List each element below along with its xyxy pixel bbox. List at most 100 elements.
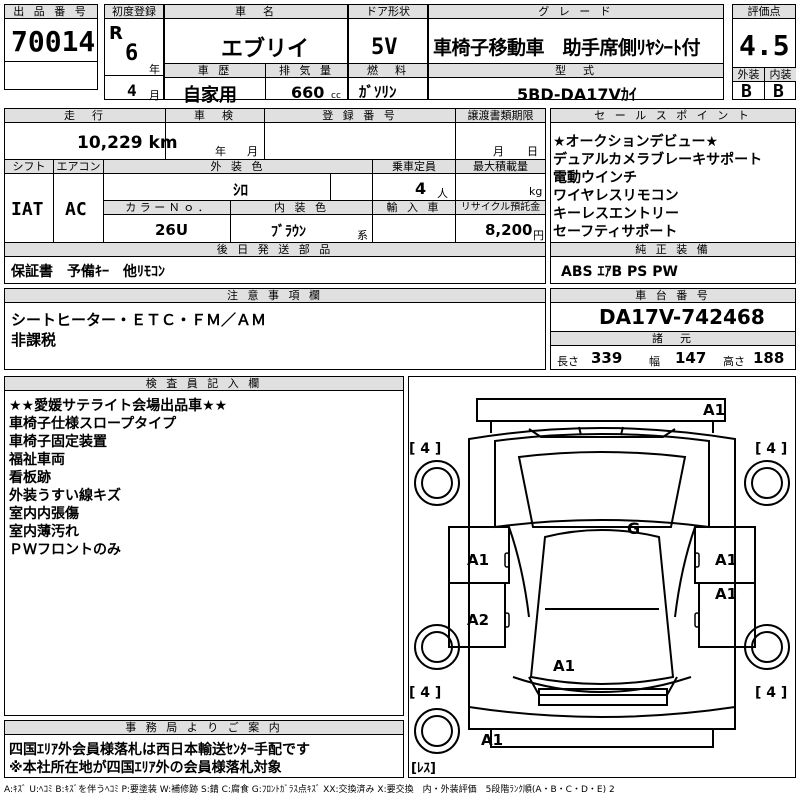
insp-year: 年 xyxy=(215,145,226,158)
door-label: ドア形状 xyxy=(349,5,427,19)
sales-line: セーフティサポート xyxy=(553,224,678,240)
hgt-label: 高さ xyxy=(723,355,745,368)
later-parts: 保証書 予備ｷｰ 他ﾘﾓｺﾝ xyxy=(11,264,165,280)
mark-spare: [ﾚｽ] xyxy=(411,761,436,776)
lot-number: 70014 xyxy=(11,25,96,58)
disp-label: 排 気 量 xyxy=(266,64,347,78)
int-grade: B xyxy=(773,81,784,102)
lot-label: 出 品 番 号 xyxy=(5,5,97,19)
car-outline xyxy=(414,398,790,754)
grade-label: グ レ ー ド xyxy=(429,5,723,19)
mark-a1-right-rear: A1 xyxy=(715,585,738,603)
name-label: 車 名 xyxy=(165,5,347,19)
door-box: ドア形状 5V 燃 料 ｶﾞｿﾘﾝ xyxy=(348,4,428,101)
sales-line: キーレスエントリー xyxy=(553,206,679,222)
inspection-label: 車 検 xyxy=(166,109,264,123)
recycle: 8,200 xyxy=(485,221,533,239)
recycle-label: リサイクル預託金 xyxy=(456,201,545,215)
year-unit: 年 xyxy=(149,63,160,76)
sales-line: ★オークションデビュー★ xyxy=(553,134,719,150)
ac: AC xyxy=(65,199,87,220)
score-label: 評価点 xyxy=(733,5,795,19)
sales-line: デュアルカメラブレーキサポート xyxy=(553,152,763,168)
office-line: ※本社所在地が四国ｴﾘｱ外の会員様落札対象 xyxy=(9,760,282,776)
fuel: ｶﾞｿﾘﾝ xyxy=(359,83,397,101)
capacity: 4 xyxy=(415,179,427,198)
grade-box: グ レ ー ド 車椅子移動車 助手席側ﾘﾔｼｰﾄ付 型 式 5BD-DA17Vｶ… xyxy=(428,4,724,104)
mark-a1-roof: A1 xyxy=(553,657,576,675)
later-parts-label: 後 日 発 送 部 品 xyxy=(5,243,545,257)
notes-line: シートヒーター・ＥＴＣ・ＦＭ／ＡＭ xyxy=(11,311,267,329)
height: 188 xyxy=(753,349,785,367)
mark-tire-fl: [ 4 ] xyxy=(409,441,442,457)
mark-a1-front: A1 xyxy=(703,401,726,419)
mark-glass: G xyxy=(627,519,641,538)
reg-month: 4 xyxy=(127,81,137,100)
capacity-label: 乗車定員 xyxy=(373,160,455,174)
dims-label: 諸 元 xyxy=(551,331,795,346)
inspector-line: ＰＷフロントのみ xyxy=(9,542,121,558)
grade: 車椅子移動車 助手席側ﾘﾔｼｰﾄ付 xyxy=(433,37,701,59)
equip: ABS ｴｱB PS PW xyxy=(561,264,678,280)
model: 5BD-DA17Vｶｲ xyxy=(517,85,637,104)
inspector-label: 検 査 員 記 入 欄 xyxy=(5,377,403,391)
colorno-label: カ ラ ー Ｎ ｏ ． xyxy=(104,201,230,215)
shift: IAT xyxy=(11,199,44,220)
chassis-label: 車 台 番 号 xyxy=(551,289,795,303)
inspector-line: 室内内張傷 xyxy=(9,506,79,522)
score: 4.5 xyxy=(739,29,790,62)
import-label: 輸 入 車 xyxy=(373,201,455,215)
capacity-unit: 人 xyxy=(437,187,448,200)
history: 自家用 xyxy=(183,85,237,106)
mark-a2-left: A2 xyxy=(467,611,490,629)
fuel-label: 燃 料 xyxy=(349,64,427,78)
reg-label: 初度登録 xyxy=(105,5,163,19)
score-box: 評価点 4.5 外装 内装 B B xyxy=(732,4,796,102)
transfer-day: 日 xyxy=(527,145,538,158)
transfer-month: 月 xyxy=(493,145,504,158)
length: 339 xyxy=(591,349,623,367)
inspector-line: 外装うすい線キズ xyxy=(9,488,121,504)
inspector-line: 室内薄汚れ xyxy=(9,524,79,540)
sales-label: セ ー ル ス ポ イ ン ト xyxy=(551,109,795,123)
inspector-line: 車椅子固定装置 xyxy=(9,434,107,450)
chassis-box: 車 台 番 号 DA17V-742468 諸 元 長さ 339 幅 147 高さ… xyxy=(550,288,796,370)
inspector-line: 車椅子仕様スロープタイプ xyxy=(9,416,177,432)
color: ｼﾛ xyxy=(233,181,249,199)
recycle-unit: 円 xyxy=(533,229,544,242)
color-label: 外 装 色 xyxy=(104,160,372,174)
mark-tire-fr: [ 4 ] xyxy=(755,441,788,457)
car-name: エブリイ xyxy=(221,37,310,62)
ext-grade: B xyxy=(741,81,752,102)
sales-box: セ ー ル ス ポ イ ン ト ★オークションデビュー★ デュアルカメラブレーキ… xyxy=(550,108,796,284)
mileage: 10,229 km xyxy=(77,133,178,153)
door-type: 5V xyxy=(371,35,398,60)
mark-tire-rr: [ 4 ] xyxy=(755,685,788,701)
mark-a1-rear: A1 xyxy=(481,731,504,749)
equip-label: 純 正 装 備 xyxy=(551,243,795,257)
history-label: 車 歴 xyxy=(165,64,265,78)
sales-line: ワイヤレスリモコン xyxy=(553,188,679,204)
spec-box: 走 行 車 検 登 録 番 号 譲渡書類期限 10,229 km 年 月 月 日… xyxy=(4,108,546,284)
insp-month: 月 xyxy=(247,145,258,158)
len-label: 長さ xyxy=(557,355,579,368)
int-label: 内装 xyxy=(764,68,796,82)
mark-tire-rl: [ 4 ] xyxy=(409,685,442,701)
colorno: 26U xyxy=(155,221,189,239)
office-box: 事 務 局 よ り ご 案 内 四国ｴﾘｱ外会員様落札は西日本輸送ｾﾝﾀｰ手配で… xyxy=(4,720,404,778)
office-line: 四国ｴﾘｱ外会員様落札は西日本輸送ｾﾝﾀｰ手配です xyxy=(9,742,310,758)
mark-a1-right-door: A1 xyxy=(715,551,738,569)
shift-label: シフト xyxy=(5,160,53,174)
legend: A:ｷｽﾞ U:ﾍｺﾐ B:ｷｽﾞを伴うﾍｺﾐ P:要塗装 W:補修跡 S:錆 … xyxy=(4,785,615,795)
load-unit: kg xyxy=(529,185,543,198)
sales-line: 電動ウインチ xyxy=(553,170,637,186)
regno-label: 登 録 番 号 xyxy=(265,109,455,123)
month-unit: 月 xyxy=(149,89,160,102)
disp-unit: cc xyxy=(331,91,341,101)
inspector-box: 検 査 員 記 入 欄 ★★愛媛サテライト会場出品車★★ 車椅子仕様スロープタイ… xyxy=(4,376,404,716)
transfer-label: 譲渡書類期限 xyxy=(456,109,545,123)
width: 147 xyxy=(675,349,707,367)
chassis-number: DA17V-742468 xyxy=(599,305,765,329)
damage-diagram: A1 [ 4 ] [ 4 ] G A1 A1 A1 A2 A1 [ 4 ] [ … xyxy=(408,376,796,778)
